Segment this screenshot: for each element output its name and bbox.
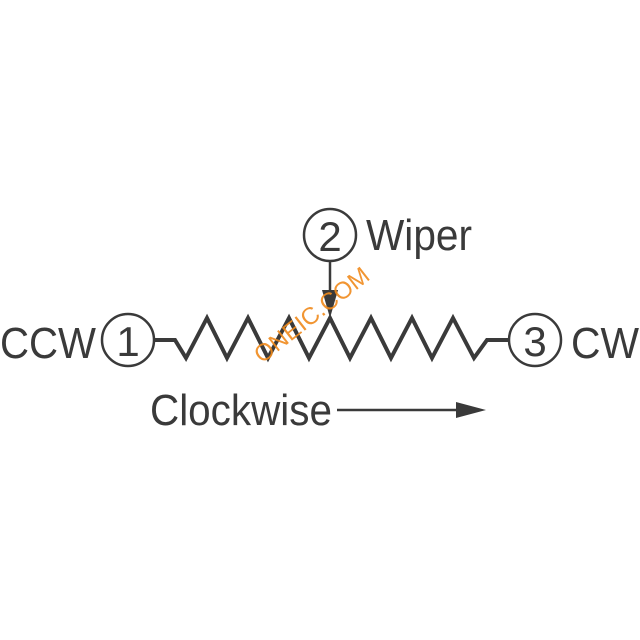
wiper-label: Wiper — [366, 211, 472, 260]
clockwise-label: Clockwise — [150, 386, 332, 435]
cw-label: CW — [571, 319, 639, 368]
terminal-3-number: 3 — [523, 318, 546, 365]
ccw-label: CCW — [0, 319, 96, 368]
terminal-3-circle — [507, 312, 563, 368]
clockwise-arrowhead — [456, 402, 486, 418]
resistor-zigzag — [154, 313, 508, 363]
terminal-1-number: 1 — [116, 318, 139, 365]
wiper-arrowhead — [322, 290, 338, 318]
terminal-2-number: 2 — [318, 213, 341, 260]
